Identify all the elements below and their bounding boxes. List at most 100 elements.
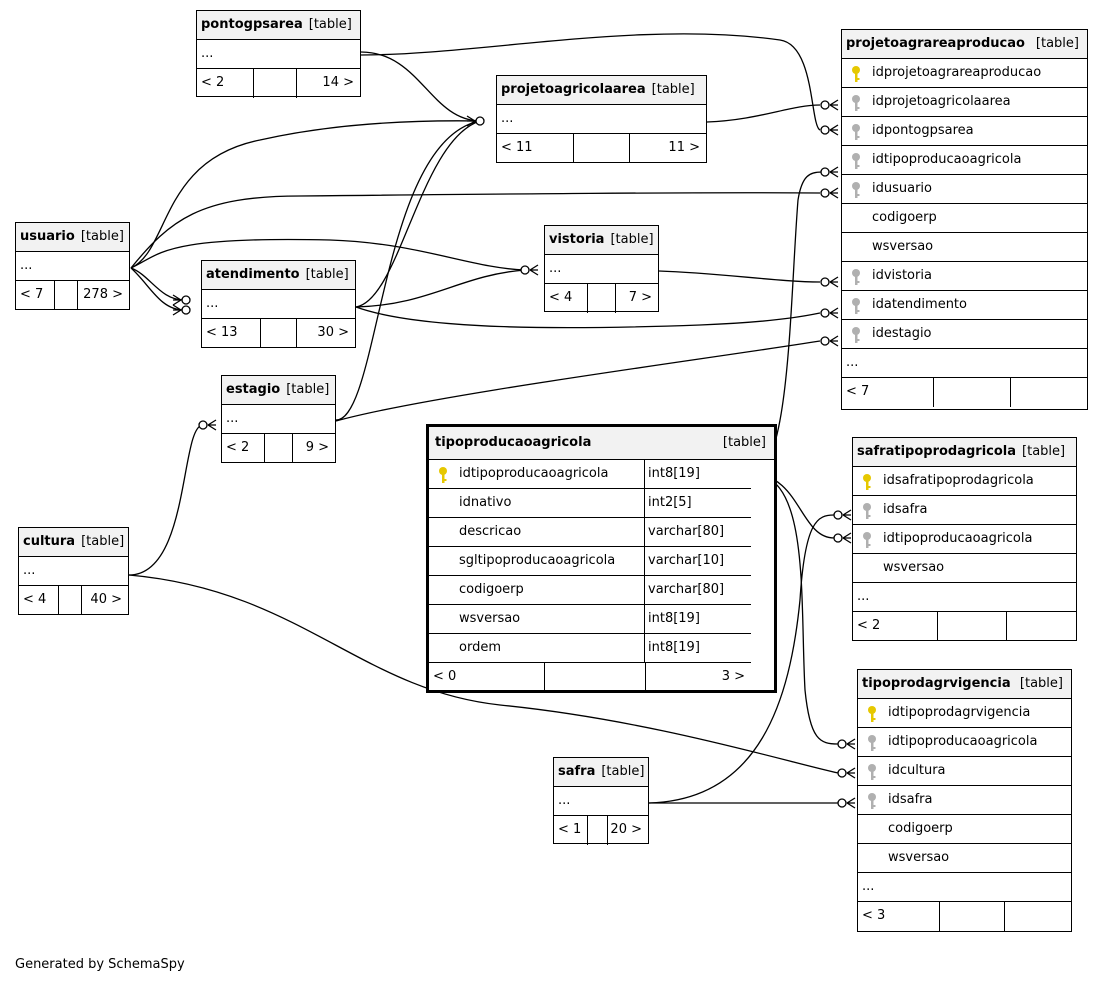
table-tipoprodagrvigencia[interactable]: tipoprodagrvigencia[table] idtipoprodagr… [857,669,1072,932]
edge-usuario-projetoagrareaproducao [130,192,821,269]
column-name: sgltipoproducaoagricola [459,553,616,568]
footer-spacer [260,319,297,348]
ellipsis-row: ... [545,255,658,284]
table-footer: < 3 [858,902,1071,931]
primary-key-icon [866,705,878,723]
column-row: idusuario [842,175,1087,204]
ellipsis-text: ... [549,261,562,276]
table-estagio[interactable]: estagio[table] ... < 2 9 > [221,375,336,463]
column-name: idvistoria [872,268,932,283]
primary-key-icon [850,65,862,83]
children-count: 14 > [322,75,354,90]
column-name: idsafratipoprodagricola [883,473,1034,488]
table-pontogpsarea[interactable]: pontogpsarea[table] ... < 2 14 > [196,10,361,98]
footer-spacer [253,69,297,98]
parents-count: < 2 [201,75,225,90]
children-count: 11 > [668,140,700,155]
table-name: projetoagricolaarea [501,82,646,97]
column-name: codigoerp [872,210,937,225]
table-header: projetoagricolaarea[table] [497,76,706,105]
table-vistoria[interactable]: vistoria[table] ... < 4 7 > [544,225,659,313]
column-row: wsversao [858,844,1071,873]
column-name: codigoerp [888,821,953,836]
foreign-key-icon [850,94,862,112]
crows-foot-marker [820,187,839,199]
table-safra[interactable]: safra[table] ... < 1 20 > [553,757,649,845]
table-type: [table] [80,229,124,244]
column-row: wsversao [853,554,1076,583]
edge-usuario-atendimento-1 [130,267,185,301]
table-header: tipoproducaoagricola[table] [429,427,774,460]
table-type: [table] [1035,36,1079,51]
ellipsis-row: ... [197,40,360,69]
ellipsis-row: ... [497,105,706,134]
column-row: idcultura [858,757,1071,786]
table-safratipoprodagricola[interactable]: safratipoprodagricola[table] idsafratipo… [852,437,1077,641]
children-count [1007,612,1076,641]
column-row: idtipoprodagrvigencia [858,699,1071,728]
table-type: [table] [81,534,125,549]
table-footer: < 2 9 > [222,434,335,463]
table-tipoproducaoagricola[interactable]: tipoproducaoagricola[table] idtipoproduc… [426,424,777,693]
column-row: wsversao [842,233,1087,262]
edge-pontogps-projetoagricolaarea [360,51,481,122]
crows-foot-marker [820,99,839,111]
footer-spacer [939,902,1005,931]
table-footer: < 11 11 > [497,134,706,163]
table-name: safra [558,764,596,779]
footer-spacer [544,663,646,692]
parents-count: < 13 [206,325,238,340]
column-datatype: int8[19] [644,605,751,633]
foreign-key-icon [861,502,873,520]
column-row: idtipoproducaoagricola [858,728,1071,757]
footer-spacer [933,378,1011,407]
table-name: usuario [20,229,75,244]
table-type: [table] [601,764,645,779]
table-header: vistoria[table] [545,226,658,255]
column-row: idprojetoagricolaarea [842,88,1087,117]
table-header: projetoagrareaproducao[table] [842,30,1087,59]
column-name: wsversao [459,611,521,626]
column-name: idsafra [883,502,928,517]
table-projetoagrareaproducao[interactable]: projetoagrareaproducao[table] idprojetoa… [841,29,1088,410]
parents-count: < 4 [23,592,47,607]
children-count: 20 > [610,822,642,837]
table-type: [table] [722,435,766,450]
table-name: cultura [23,534,76,549]
table-type: [table] [1019,676,1063,691]
ellipsis-row: ... [202,290,355,319]
footer-spacer [587,816,608,845]
table-atendimento[interactable]: atendimento[table] ... < 13 30 > [201,260,356,348]
foreign-key-icon [866,734,878,752]
column-name: idprojetoagrareaproducao [872,65,1042,80]
footer-spacer [587,284,616,313]
column-name: idestagio [872,326,932,341]
children-count: 30 > [317,325,349,340]
edge-estagio-projetoagrareaproducao [335,340,821,422]
table-header: safratipoprodagricola[table] [853,438,1076,467]
column-name: idtipoproducaoagricola [459,466,609,481]
ellipsis-row: ... [19,557,128,586]
crows-foot-marker [837,767,856,779]
column-name: idtipoprodagrvigencia [888,705,1031,720]
column-datatype: int8[19] [644,460,751,488]
column-datatype: int2[5] [644,489,751,517]
crows-foot-marker [837,738,856,750]
crows-foot-marker [820,307,839,319]
table-cultura[interactable]: cultura[table] ... < 4 40 > [18,527,129,615]
foreign-key-icon [861,531,873,549]
parents-count: < 0 [433,669,457,684]
ellipsis-text: ... [558,793,571,808]
children-count: 9 > [305,440,329,455]
footer-spacer [54,281,78,310]
column-row: idtipoproducaoagricola [842,146,1087,175]
table-usuario[interactable]: usuario[table] ... < 7 278 > [15,222,130,310]
crows-foot-marker [466,115,485,127]
ellipsis-text: ... [206,296,219,311]
table-projetoagricolaarea[interactable]: projetoagricolaarea[table] ... < 11 11 > [496,75,707,163]
column-row: idsafra [853,496,1076,525]
table-header: estagio[table] [222,376,335,405]
